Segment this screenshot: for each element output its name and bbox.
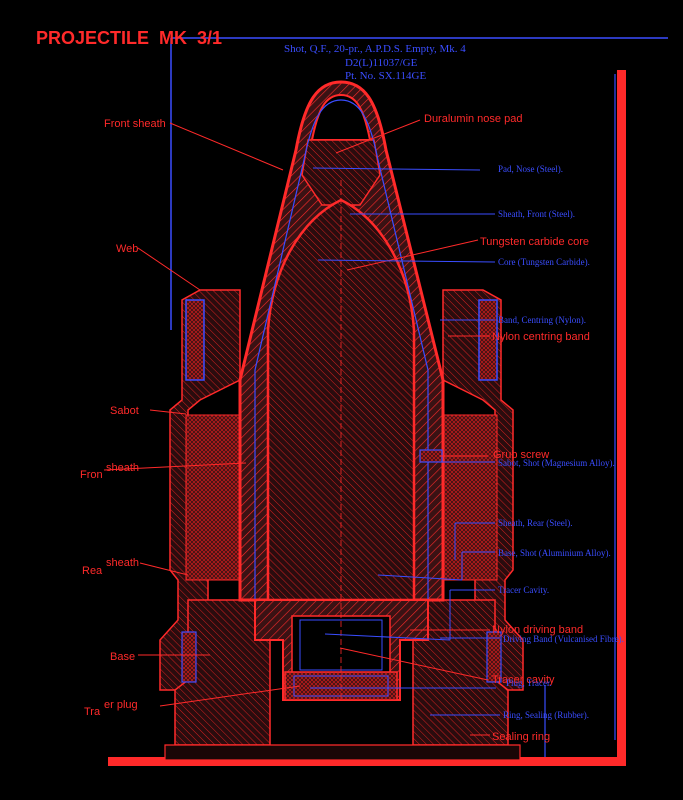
- label-pad-nose: Pad, Nose (Steel).: [498, 164, 563, 174]
- label-sabot-shot: Sabot, Shot (Magnesium Alloy).: [498, 458, 615, 468]
- base-shot: [254, 599, 429, 701]
- label-tracer-plug-b: er plug: [104, 699, 138, 711]
- label-driving-band: Driving Band (Vulcanised Fibre).: [503, 634, 624, 644]
- frame-lines: [108, 37, 668, 766]
- label-base-shot: Base, Shot (Aluminium Alloy).: [498, 548, 611, 558]
- label-grub-screw: Grub screw: [493, 449, 549, 461]
- label-ring-sealing: Ring, Sealing (Rubber).: [503, 710, 589, 720]
- label-plug-tracer: Plug, Tracer.: [506, 678, 552, 688]
- label-sheath-front: Sheath, Front (Steel).: [498, 209, 575, 219]
- label-tungsten-carbide-core: Tungsten carbide core: [480, 236, 589, 248]
- header-line-1: Shot, Q.F., 20-pr., A.P.D.S. Empty, Mk. …: [284, 43, 466, 55]
- nose-pad: [301, 139, 381, 206]
- label-band-centring: Band, Centring (Nylon).: [498, 315, 586, 325]
- header-line-3: Pt. No. SX.114GE: [345, 70, 426, 82]
- label-front-sheath: Front sheath: [104, 118, 166, 130]
- label-web: Web: [116, 243, 138, 255]
- label-sheath-rear: Sheath, Rear (Steel).: [498, 518, 572, 528]
- label-duralumin-nose-pad: Duralumin nose pad: [424, 113, 522, 125]
- label-rear-sheath-b: sheath: [106, 557, 139, 569]
- label-front-sheath-2: Fron: [80, 469, 103, 481]
- header-line-2: D2(L)11037/GE: [345, 57, 418, 69]
- label-tracer-cavity: Tracer cavity: [492, 674, 555, 686]
- leader-lines: [103, 119, 500, 736]
- label-base: Base: [110, 651, 135, 663]
- grub-screw: [419, 449, 443, 463]
- label-front-sheath-2b: sheath: [106, 462, 139, 474]
- label-tracer-plug: Tra: [84, 706, 101, 718]
- page-title: PROJECTILE MK 3/1: [36, 28, 222, 48]
- label-core: Core (Tungsten Carbide).: [498, 257, 590, 267]
- label-sabot: Sabot: [110, 405, 139, 417]
- label-nylon-centring-band: Nylon centring band: [492, 331, 590, 343]
- label-sealing-ring: Sealing ring: [492, 731, 550, 743]
- label-tracer-cavity-blue: Tracer Cavity.: [498, 585, 549, 595]
- label-nylon-driving-band: Nylon driving band: [492, 624, 583, 636]
- label-rear-sheath: Rea: [82, 565, 103, 577]
